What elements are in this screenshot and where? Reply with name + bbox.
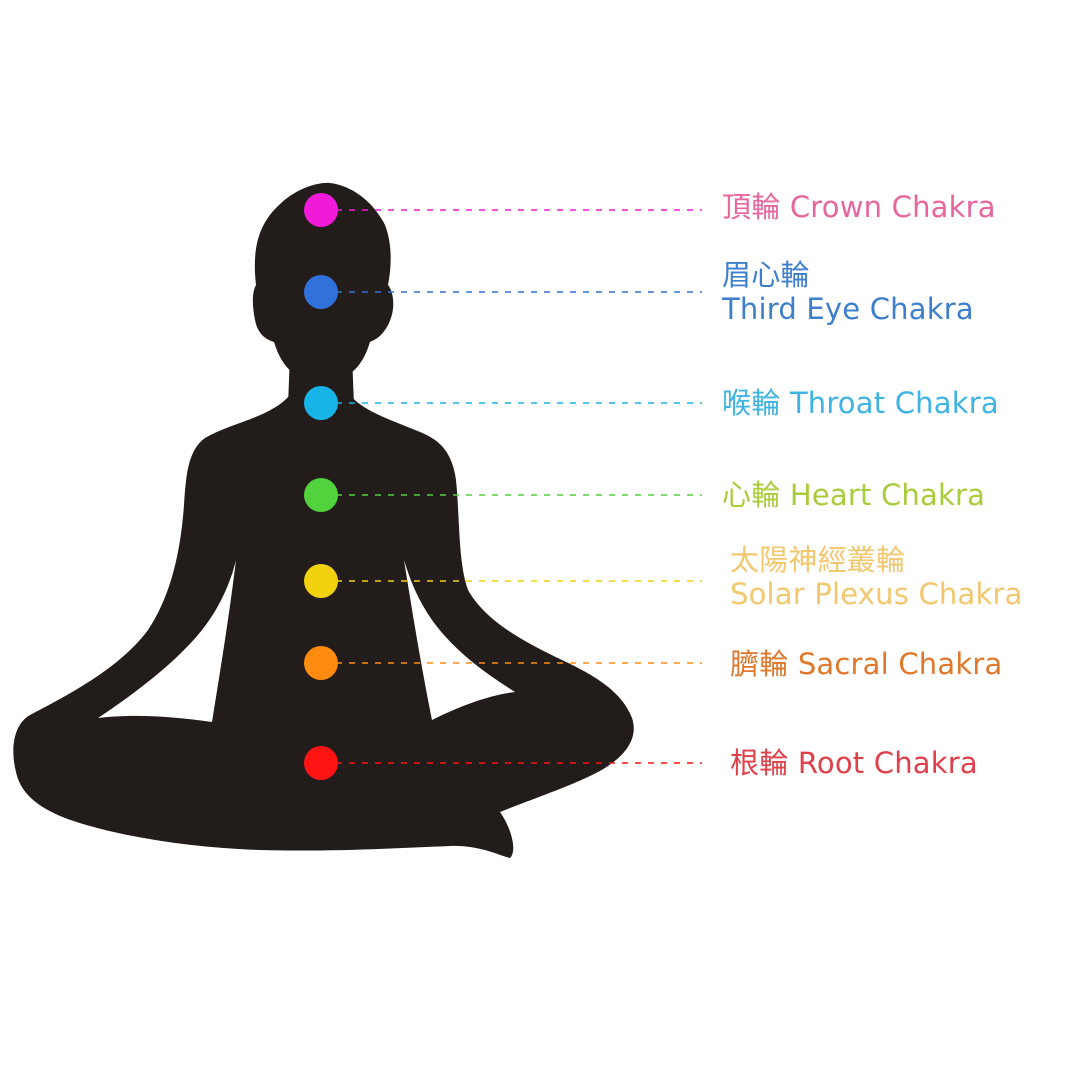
crown-name-zh: 頂輪	[722, 190, 781, 224]
chakra-dots	[304, 193, 338, 780]
throat-chakra-label: 喉輪 Throat Chakra	[722, 386, 999, 420]
throat-name-en: Throat Chakra	[789, 386, 999, 420]
silhouette-body	[13, 395, 634, 858]
sacral-chakra-label: 臍輪 Sacral Chakra	[730, 647, 1002, 681]
heart-chakra-dot	[304, 478, 338, 512]
crown-chakra-label: 頂輪 Crown Chakra	[722, 190, 996, 224]
heart-name-en: Heart Chakra	[789, 478, 986, 512]
third-eye-chakra-dot	[304, 275, 338, 309]
heart-chakra-label: 心輪 Heart Chakra	[722, 478, 985, 512]
leader-lines	[336, 209, 702, 764]
third-eye-name-zh: 眉心輪	[722, 258, 810, 292]
heart-name-zh: 心輪	[722, 478, 781, 512]
root-chakra-label: 根輪 Root Chakra	[730, 746, 978, 780]
third-eye-name-en: Third Eye Chakra	[722, 292, 974, 326]
root-name-en: Root Chakra	[797, 746, 978, 780]
body-gap-shapes	[98, 560, 515, 722]
solar-plexus-name-en: Solar Plexus Chakra	[730, 577, 1023, 611]
crown-name-en: Crown Chakra	[789, 190, 996, 224]
right-arm-gap	[404, 560, 515, 720]
solar-plexus-name-zh: 太陽神經叢輪	[730, 543, 906, 577]
throat-name-zh: 喉輪	[722, 386, 781, 420]
sacral-name-zh: 臍輪	[730, 647, 789, 681]
sacral-name-en: Sacral Chakra	[797, 647, 1003, 681]
silhouette-neck	[288, 355, 354, 405]
solar-plexus-chakra-dot	[304, 564, 338, 598]
root-name-zh: 根輪	[730, 746, 789, 780]
root-chakra-dot	[304, 746, 338, 780]
crown-chakra-dot	[304, 193, 338, 227]
throat-chakra-dot	[304, 386, 338, 420]
sacral-chakra-dot	[304, 646, 338, 680]
left-arm-gap	[98, 560, 236, 722]
